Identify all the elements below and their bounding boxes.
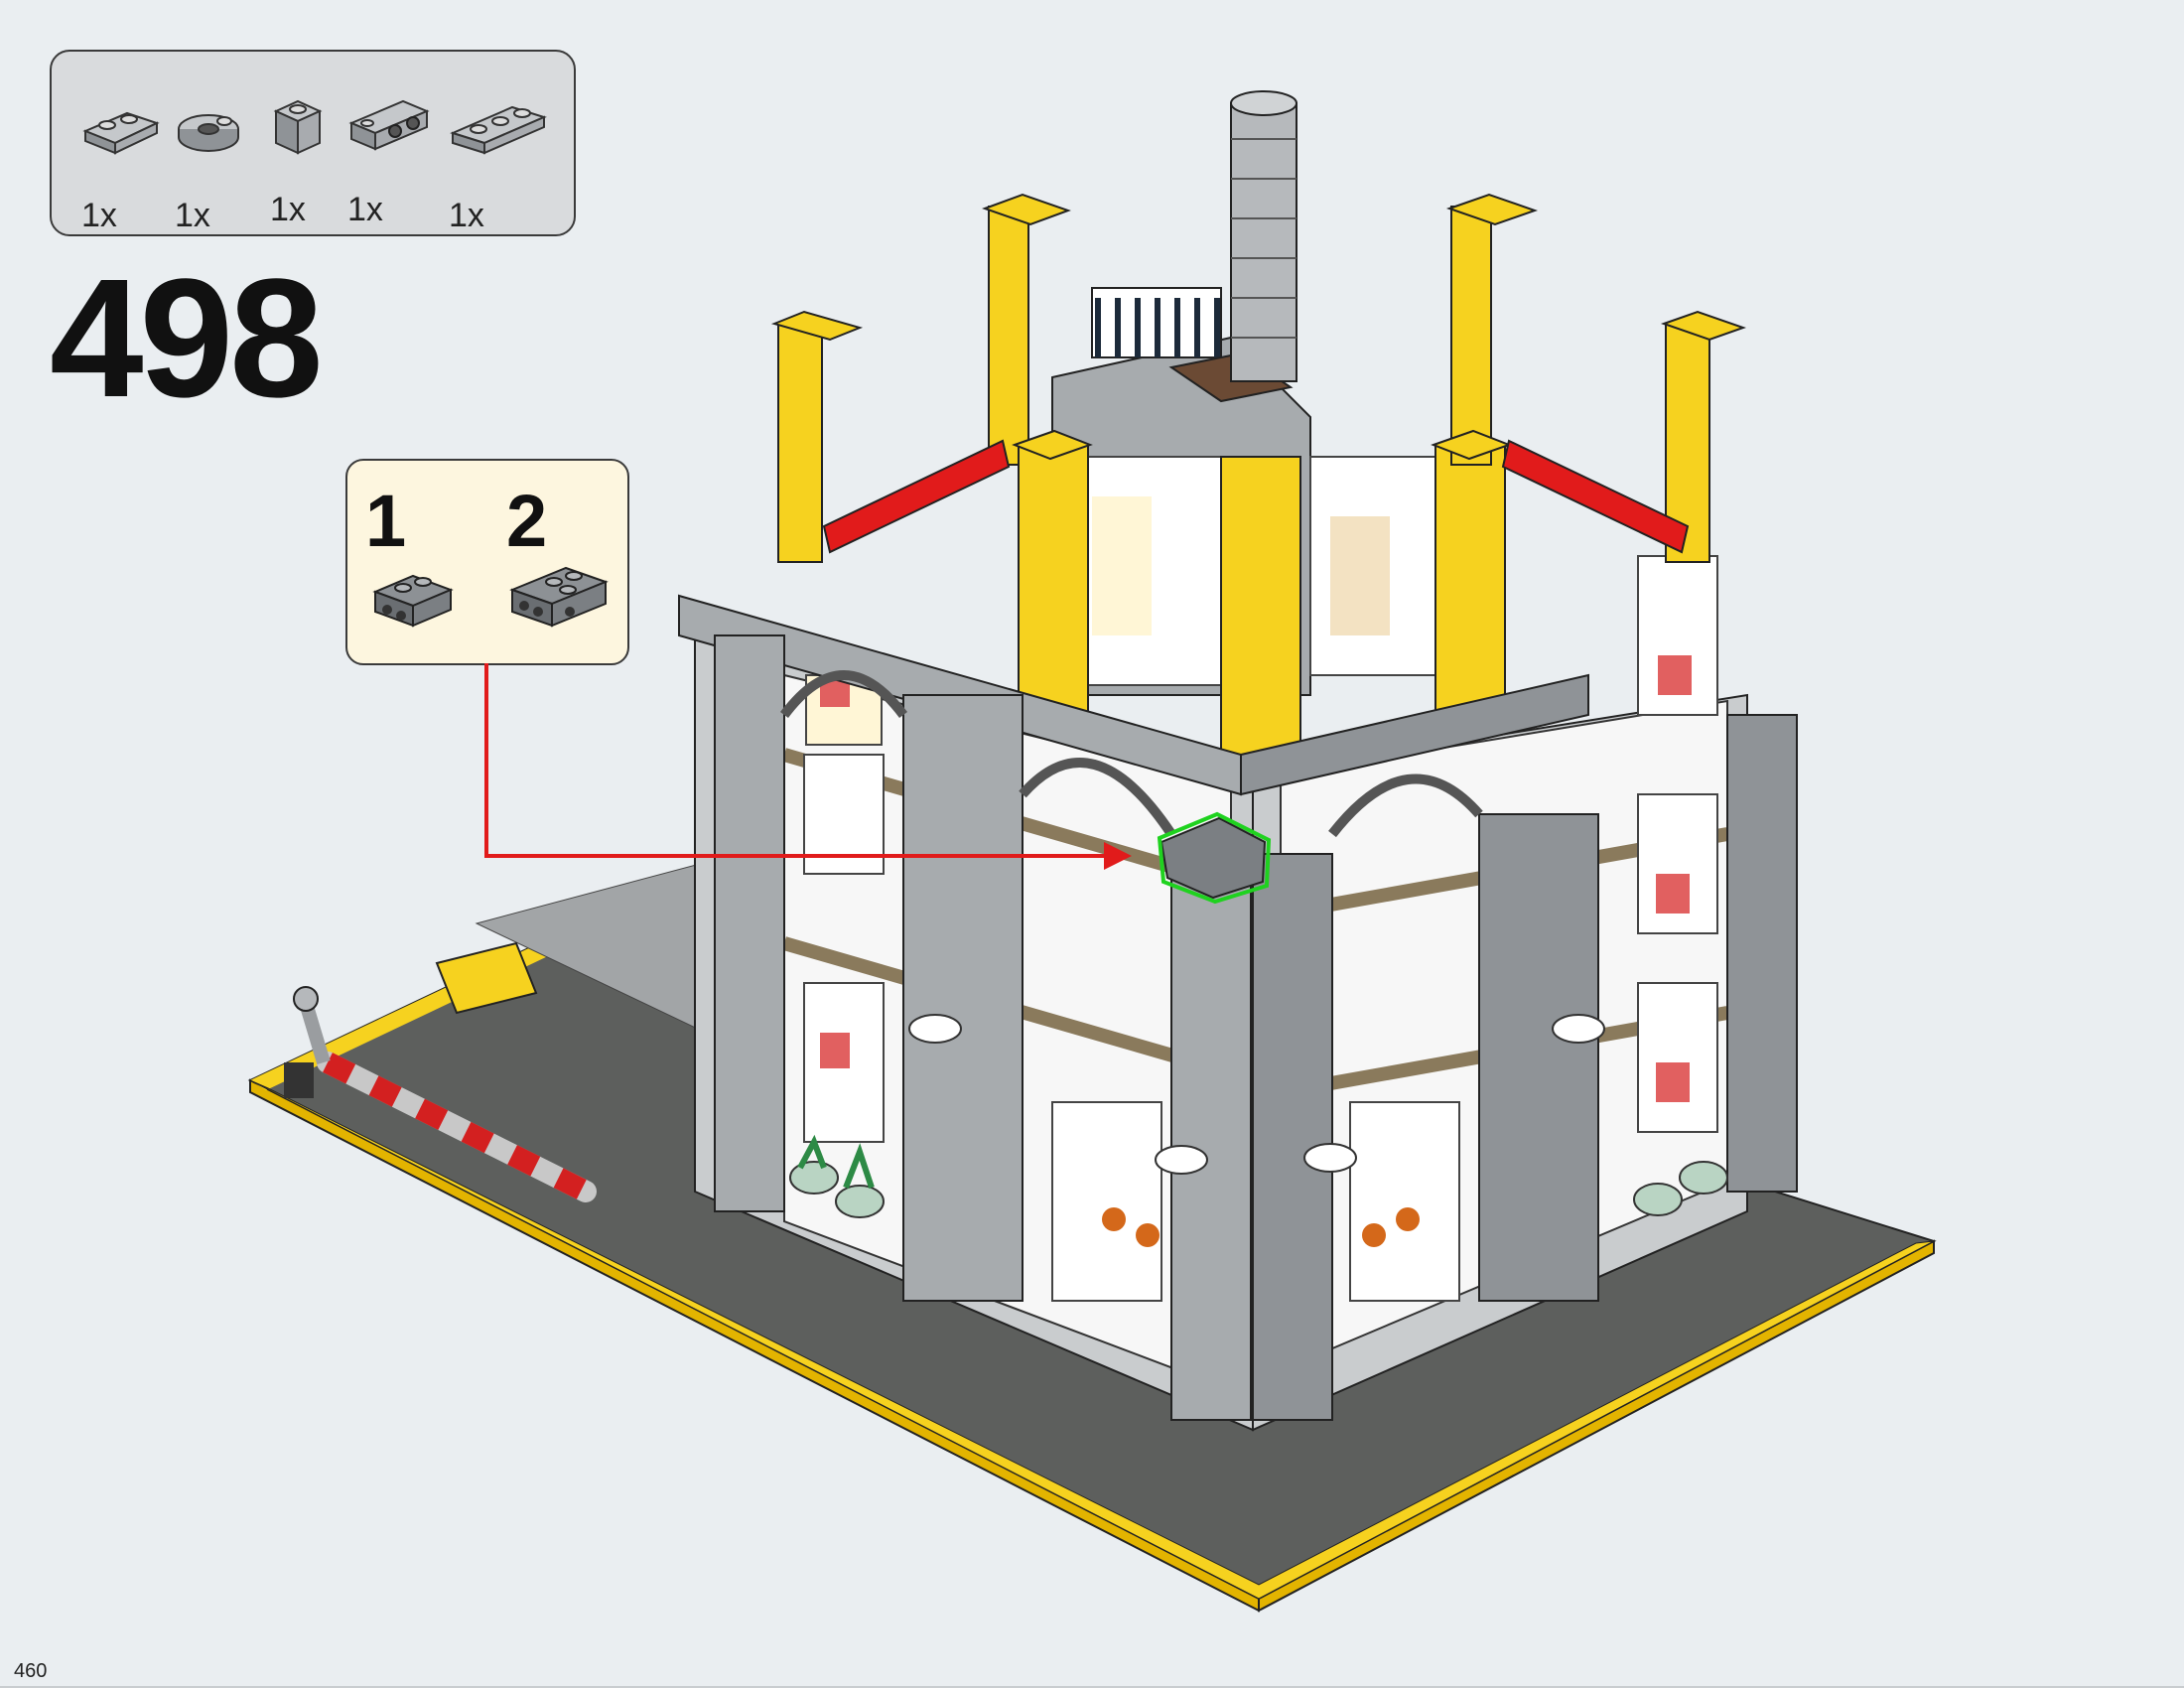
sub-assembly-callout: 1 2: [345, 459, 629, 665]
callout-arrow: [484, 663, 1132, 870]
part-item: 1x: [175, 99, 254, 234]
part-qty: 1x: [175, 197, 210, 234]
part-item: 1x: [347, 93, 430, 228]
part-item: 1x: [81, 99, 161, 234]
bracket-brick-icon: [372, 574, 454, 628]
chimney: [1230, 90, 1297, 382]
sub-step-label: 2: [506, 480, 548, 562]
part-item: 1x: [449, 99, 547, 234]
part-qty: 1x: [81, 197, 117, 234]
planters: [789, 1134, 1728, 1218]
upper-floor: [1051, 287, 1450, 696]
part-qty: 1x: [449, 197, 484, 234]
red-beams: [822, 439, 1690, 554]
stone-arches: [678, 594, 1798, 1421]
new-part-highlight: [1157, 811, 1272, 905]
brick-side-studs-icon: [348, 99, 430, 151]
street-lamps: [908, 1014, 1605, 1175]
brick-1x1-icon: [273, 99, 323, 155]
part-qty: 1x: [347, 191, 383, 228]
entrance-doors: [1051, 1101, 1460, 1302]
yellow-columns: [770, 193, 1747, 766]
page-number: 460: [14, 1660, 48, 1682]
sub-step-label: 1: [365, 480, 407, 562]
parts-list-callout: 1x 1x 1x 1x: [50, 50, 576, 236]
bracket-assembly-icon: [509, 566, 609, 628]
plate-1x2-stud-icon: [82, 111, 160, 155]
part-item: 1x: [270, 93, 349, 228]
step-number: 498: [50, 244, 324, 433]
barrier-gate: [284, 986, 597, 1202]
part-qty: 1x: [270, 191, 306, 228]
plate-1x3-icon: [450, 105, 547, 155]
footer-divider: [0, 1686, 2184, 1688]
plate-round-end-icon: [178, 114, 239, 152]
